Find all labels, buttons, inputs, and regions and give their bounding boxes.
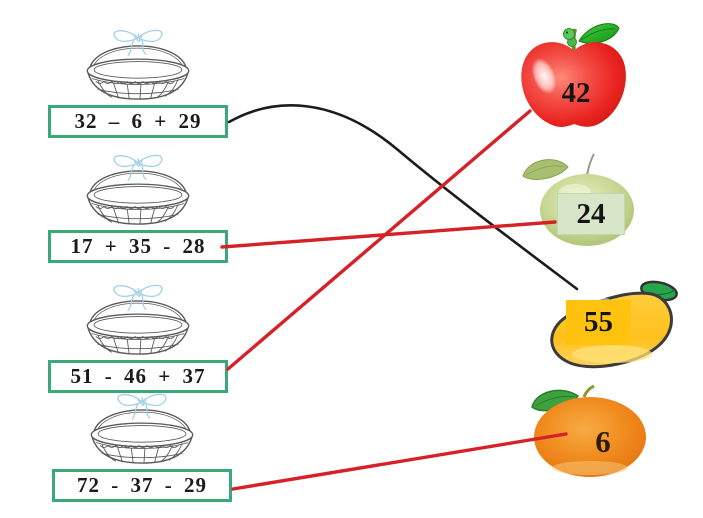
expression-text-3: 51 - 46 + 37 (70, 364, 206, 388)
expression-box-4[interactable]: 72 - 37 - 29 (52, 469, 232, 502)
mango[interactable]: 55 (540, 278, 682, 375)
connector-expression4-to-orange (231, 432, 568, 491)
expression-box-1[interactable]: 32 – 6 + 29 (48, 105, 228, 138)
mango-label: 55 (566, 300, 631, 345)
red-apple[interactable]: 42 (513, 14, 635, 136)
orange-value: 6 (595, 424, 611, 459)
problem-group-1: 32 – 6 + 29 (48, 25, 228, 138)
basket-icon (86, 284, 190, 355)
basket-icon (90, 393, 194, 464)
problem-group-2: 17 + 35 - 28 (48, 150, 228, 263)
red-apple-value: 42 (561, 77, 591, 109)
expression-box-2[interactable]: 17 + 35 - 28 (48, 230, 228, 263)
expression-text-2: 17 + 35 - 28 (70, 234, 206, 258)
expression-text-1: 32 – 6 + 29 (74, 109, 202, 133)
green-apple-value: 24 (576, 197, 606, 230)
mango-value: 55 (584, 306, 613, 338)
problem-group-4: 72 - 37 - 29 (52, 389, 232, 502)
basket-icon (86, 29, 190, 100)
connector-expression2-to-green-apple (220, 220, 557, 249)
connector-expression3-to-red-apple (226, 109, 532, 371)
basket-icon (86, 154, 190, 225)
red-apple-icon (521, 23, 626, 127)
expression-box-3[interactable]: 51 - 46 + 37 (48, 360, 228, 393)
green-apple[interactable]: 24 (515, 148, 640, 248)
orange[interactable]: 6 (526, 384, 652, 479)
problem-group-3: 51 - 46 + 37 (48, 280, 228, 393)
expression-text-4: 72 - 37 - 29 (77, 473, 207, 497)
green-apple-label: 24 (557, 193, 625, 235)
